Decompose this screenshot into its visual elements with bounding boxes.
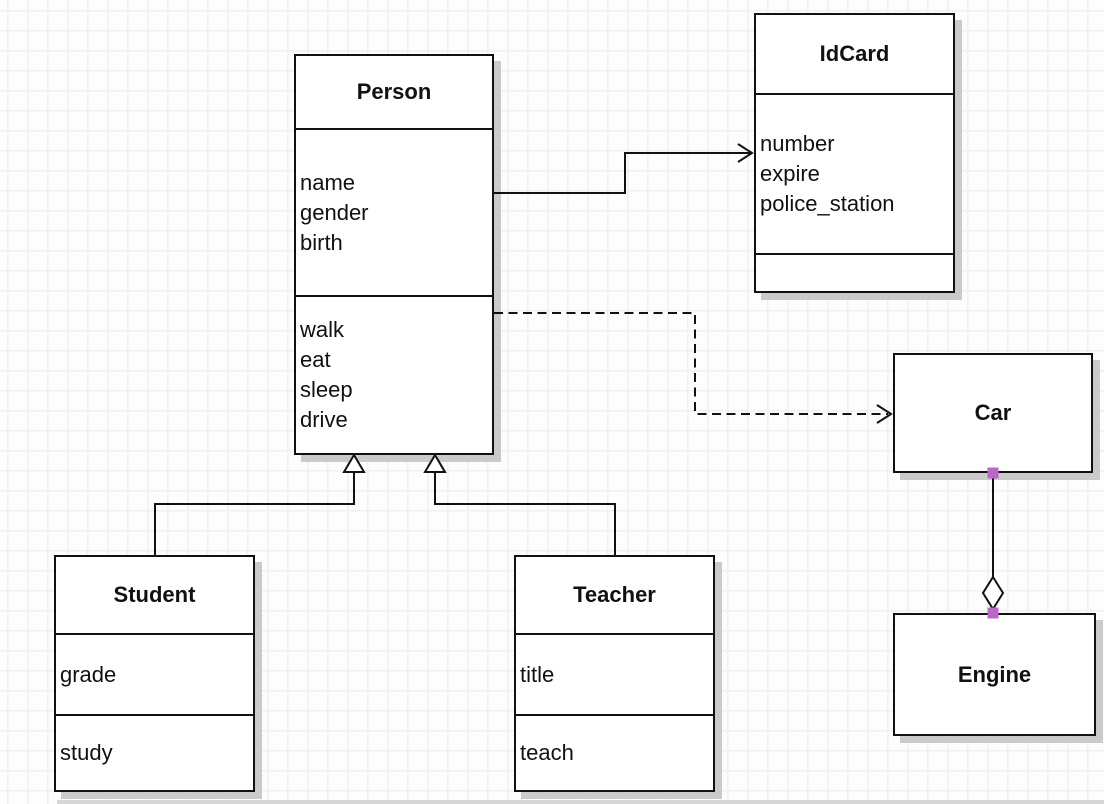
class-node-teacher[interactable]: Teacher title teach xyxy=(514,555,715,792)
class-title: Teacher xyxy=(573,582,656,607)
method-row: eat xyxy=(300,347,331,372)
association-person-idcard[interactable] xyxy=(494,143,754,194)
methods-compartment: walk eat sleep drive xyxy=(296,295,492,453)
attributes-compartment: grade xyxy=(56,633,253,714)
class-title: IdCard xyxy=(819,41,890,66)
method-row: sleep xyxy=(300,377,353,402)
attributes-compartment: name gender birth xyxy=(296,128,492,295)
open-arrowhead-icon xyxy=(876,404,893,424)
class-title: Engine xyxy=(957,661,1032,687)
hollow-diamond-icon xyxy=(981,575,1005,611)
class-title: Car xyxy=(974,400,1012,425)
dependency-person-car[interactable] xyxy=(494,312,893,424)
methods-compartment: teach xyxy=(516,714,713,790)
class-title: Person xyxy=(356,79,432,104)
method-row: walk xyxy=(300,317,345,342)
generalization-teacher-person[interactable] xyxy=(423,453,616,555)
class-title: Student xyxy=(113,582,196,607)
hollow-triangle-icon xyxy=(342,453,366,473)
class-node-car[interactable]: Car xyxy=(893,353,1093,473)
method-row: drive xyxy=(300,407,348,432)
attribute-row: name xyxy=(300,169,356,195)
class-node-person[interactable]: Person name gender birth walk eat sleep … xyxy=(294,54,494,455)
attribute-row: police_station xyxy=(760,191,895,216)
class-node-idcard[interactable]: IdCard number expire police_station xyxy=(754,13,955,293)
attributes-compartment: number expire police_station xyxy=(756,93,953,253)
attribute-row: birth xyxy=(300,229,343,255)
attribute-row: grade xyxy=(60,661,117,687)
methods-compartment-empty xyxy=(756,253,953,291)
generalization-student-person[interactable] xyxy=(154,453,366,555)
attribute-row: gender xyxy=(300,199,369,225)
attribute-row: number xyxy=(760,131,835,156)
method-row: teach xyxy=(520,740,574,765)
attribute-row: title xyxy=(520,661,555,687)
canvas-bottom-edge xyxy=(57,800,1104,804)
hollow-triangle-icon xyxy=(423,453,447,473)
class-node-engine[interactable]: Engine xyxy=(893,613,1096,736)
attribute-row: expire xyxy=(760,161,820,186)
class-node-student[interactable]: Student grade study xyxy=(54,555,255,792)
method-row: study xyxy=(60,740,113,765)
open-arrowhead-icon xyxy=(737,143,754,163)
aggregation-car-engine[interactable] xyxy=(981,467,1005,619)
methods-compartment: study xyxy=(56,714,253,790)
attributes-compartment: title xyxy=(516,633,713,714)
